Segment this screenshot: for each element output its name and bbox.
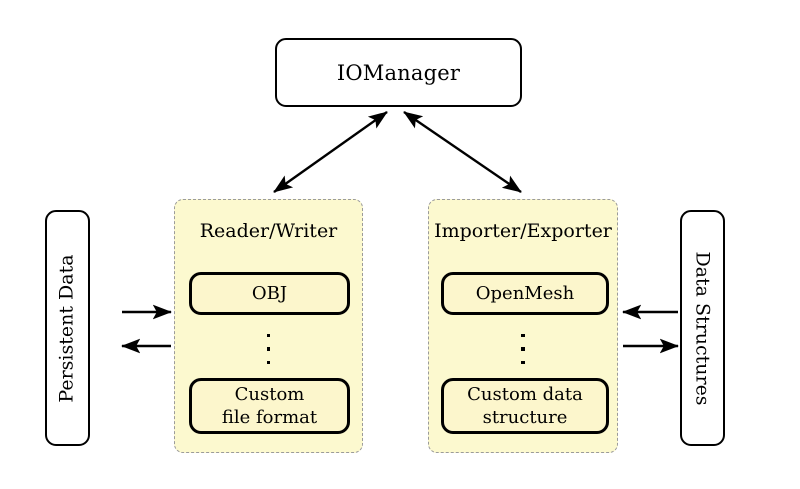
data-structures-box[interactable]: Data Structures bbox=[680, 210, 725, 446]
iomanager-label: IOManager bbox=[336, 60, 461, 85]
reader-writer-ellipsis bbox=[175, 328, 362, 370]
reader-writer-group[interactable]: Reader/Writer OBJ Custom file format bbox=[174, 199, 363, 453]
arrow-manager-importer-exporter bbox=[403, 111, 522, 193]
importer-exporter-item-openmesh[interactable]: OpenMesh bbox=[441, 272, 609, 315]
line-1: Custom data bbox=[467, 383, 583, 405]
ellipsis-dot bbox=[266, 360, 271, 364]
reader-writer-item-custom-file-format-label: Custom file format bbox=[222, 383, 317, 429]
persistent-data-label: Persistent Data bbox=[56, 253, 78, 403]
reader-writer-item-obj[interactable]: OBJ bbox=[189, 272, 350, 315]
arrow-manager-reader-writer bbox=[273, 111, 388, 193]
importer-exporter-ellipsis bbox=[429, 328, 617, 370]
iomanager-box[interactable]: IOManager bbox=[275, 38, 522, 107]
reader-writer-item-obj-label: OBJ bbox=[251, 282, 288, 304]
data-structures-label: Data Structures bbox=[692, 250, 714, 406]
importer-exporter-title: Importer/Exporter bbox=[434, 220, 612, 242]
reader-writer-title: Reader/Writer bbox=[199, 220, 338, 242]
importer-exporter-item-custom-data-structure-label: Custom data structure bbox=[467, 383, 583, 429]
persistent-data-box[interactable]: Persistent Data bbox=[45, 210, 90, 446]
ellipsis-dot bbox=[521, 334, 525, 338]
line-1: Custom bbox=[234, 383, 305, 405]
importer-exporter-item-openmesh-label: OpenMesh bbox=[475, 282, 575, 304]
ellipsis-dot bbox=[266, 334, 271, 338]
ellipsis-dot bbox=[521, 347, 525, 351]
ellipsis-dot bbox=[266, 347, 271, 351]
line-2: structure bbox=[482, 407, 568, 428]
reader-writer-item-custom-file-format[interactable]: Custom file format bbox=[189, 378, 350, 434]
importer-exporter-group[interactable]: Importer/Exporter OpenMesh Custom data s… bbox=[428, 199, 618, 453]
line-2: file format bbox=[221, 407, 318, 428]
importer-exporter-item-custom-data-structure[interactable]: Custom data structure bbox=[441, 378, 609, 434]
ellipsis-dot bbox=[521, 360, 525, 364]
